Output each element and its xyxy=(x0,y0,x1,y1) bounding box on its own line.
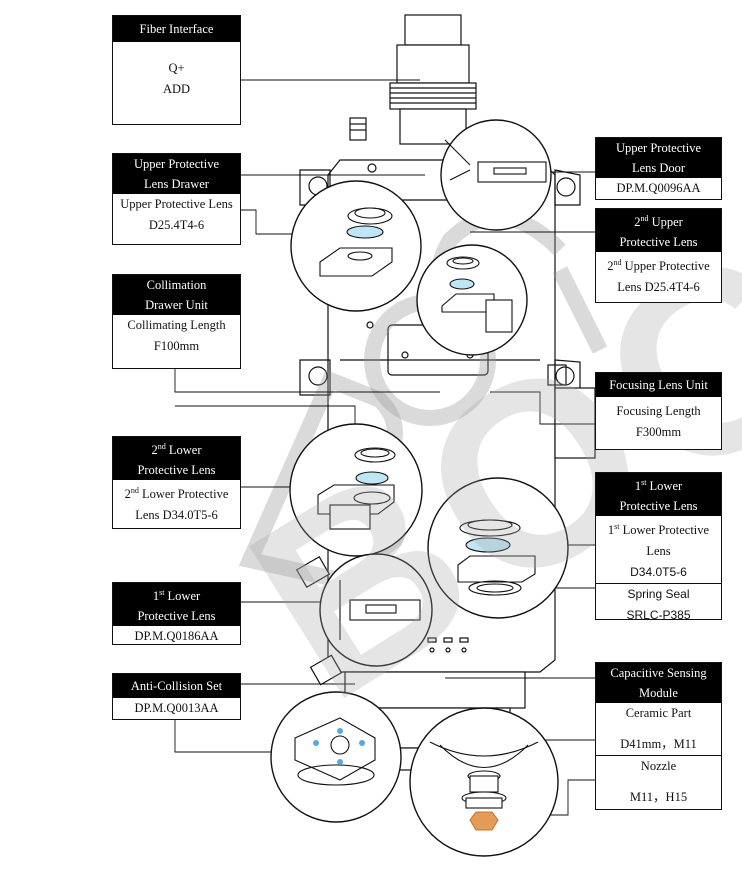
fiber-interface-q: Q+ xyxy=(168,61,185,75)
first-lower-right-spec: D34.0T5-6 xyxy=(630,565,687,580)
second-lower-label: 2nd Lower Protective Lens 2nd Lower Prot… xyxy=(112,436,241,529)
second-lower-title-2: Protective Lens xyxy=(113,460,240,481)
first-lower-right-title-2: Protective Lens xyxy=(596,496,721,517)
upper-drawer-callout xyxy=(290,180,422,312)
nozzle-title: Nozzle xyxy=(596,755,721,777)
capacitive-title-1: Capacitive Sensing xyxy=(596,663,721,683)
anti-collision-label: Anti-Collision Set DP.M.Q0013AA xyxy=(112,673,241,720)
capacitive-label: Capacitive Sensing Module Ceramic Part D… xyxy=(595,662,722,810)
anti-collision-part: DP.M.Q0013AA xyxy=(134,701,219,715)
ceramic-part-spec: D41mm，M11 xyxy=(620,737,697,751)
fiber-interface-add: ADD xyxy=(162,82,191,96)
fiber-connector xyxy=(389,14,477,145)
upper-door-title-1: Upper Protective xyxy=(596,138,721,158)
ceramic-part-title: Ceramic Part xyxy=(625,706,692,720)
first-lower-right-lens: 1st Lower Protective xyxy=(607,522,710,538)
fiber-interface-title: Fiber Interface xyxy=(113,16,240,42)
second-upper-label: 2nd Upper Protective Lens 2nd Upper Prot… xyxy=(595,208,722,303)
second-upper-spec: Lens D25.4T4-6 xyxy=(617,280,700,295)
upper-door-part: DP.M.Q0096AA xyxy=(616,181,701,195)
first-lower-left-title-2: Protective Lens xyxy=(113,606,240,627)
fiber-interface-label: Fiber Interface Q+ ADD xyxy=(112,15,241,125)
anti-collision-title: Anti-Collision Set xyxy=(113,674,240,698)
second-lower-lens: 2nd Lower Protective xyxy=(124,486,229,502)
second-upper-lens: 2nd Upper Protective xyxy=(607,258,710,274)
collimation-spec: F100mm xyxy=(153,339,200,353)
upper-drawer-label: Upper Protective Lens Drawer Upper Prote… xyxy=(112,153,241,245)
first-lower-right-label: 1st Lower Protective Lens 1st Lower Prot… xyxy=(595,472,722,622)
focusing-length: Focusing Length xyxy=(616,404,701,418)
upper-drawer-title-2: Lens Drawer xyxy=(113,174,240,194)
first-lower-left-title-1: 1st Lower xyxy=(113,583,240,607)
first-lower-left-part: DP.M.Q0186AA xyxy=(134,629,219,644)
upper-door-label: Upper Protective Lens Door DP.M.Q0096AA xyxy=(595,137,722,200)
first-lower-right-title-1: 1st Lower xyxy=(596,473,721,497)
collimation-length: Collimating Length xyxy=(127,318,226,332)
focusing-title: Focusing Lens Unit xyxy=(596,373,721,397)
second-upper-title-2: Protective Lens xyxy=(596,232,721,253)
upper-drawer-spec: D25.4T4-6 xyxy=(148,218,205,232)
collimation-title-2: Drawer Unit xyxy=(113,295,240,315)
first-lower-left-label: 1st Lower Protective Lens DP.M.Q0186AA xyxy=(112,582,241,645)
upper-drawer-title-1: Upper Protective xyxy=(113,154,240,174)
second-lower-title-1: 2nd Lower xyxy=(113,437,240,461)
second-lower-spec: Lens D34.0T5-6 xyxy=(135,508,218,523)
spring-seal-title: Spring Seal xyxy=(596,583,721,605)
capacitive-title-2: Module xyxy=(596,683,721,703)
focusing-spec: F300mm xyxy=(635,425,682,439)
nozzle-spec: M11，H15 xyxy=(629,790,688,804)
collimation-title-1: Collimation xyxy=(113,275,240,295)
focusing-label: Focusing Lens Unit Focusing Length F300m… xyxy=(595,372,722,450)
second-upper-title-1: 2nd Upper xyxy=(596,209,721,233)
collimation-label: Collimation Drawer Unit Collimating Leng… xyxy=(112,274,241,369)
upper-door-title-2: Lens Door xyxy=(596,158,721,178)
first-lower-right-lens-2: Lens xyxy=(646,544,671,559)
spring-seal-part: SRLC-P385 xyxy=(626,608,691,623)
upper-drawer-lens: Upper Protective Lens xyxy=(120,197,233,211)
